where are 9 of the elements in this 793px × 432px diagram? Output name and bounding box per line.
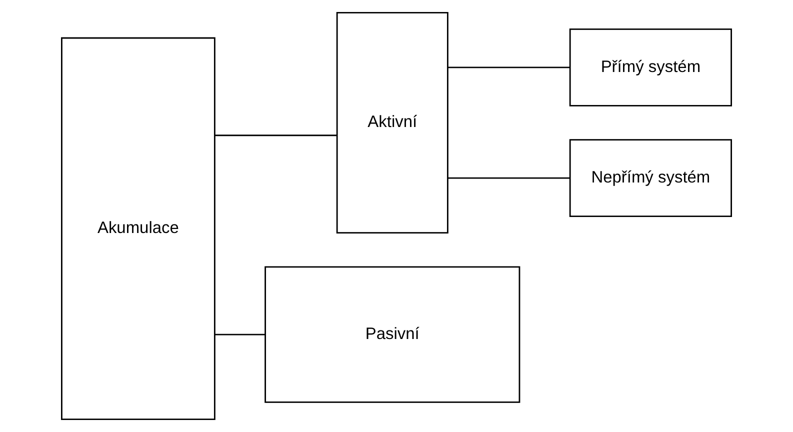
node-box: Pasivní [264, 266, 520, 403]
connector [448, 66, 570, 68]
node-box: Přímý systém [569, 28, 732, 106]
node-box: Aktivní [336, 12, 448, 234]
connector [214, 334, 266, 336]
connector [214, 134, 337, 136]
node-box: Nepřímý systém [569, 139, 732, 217]
connector [448, 177, 570, 179]
node-box: Akumulace [61, 37, 216, 420]
